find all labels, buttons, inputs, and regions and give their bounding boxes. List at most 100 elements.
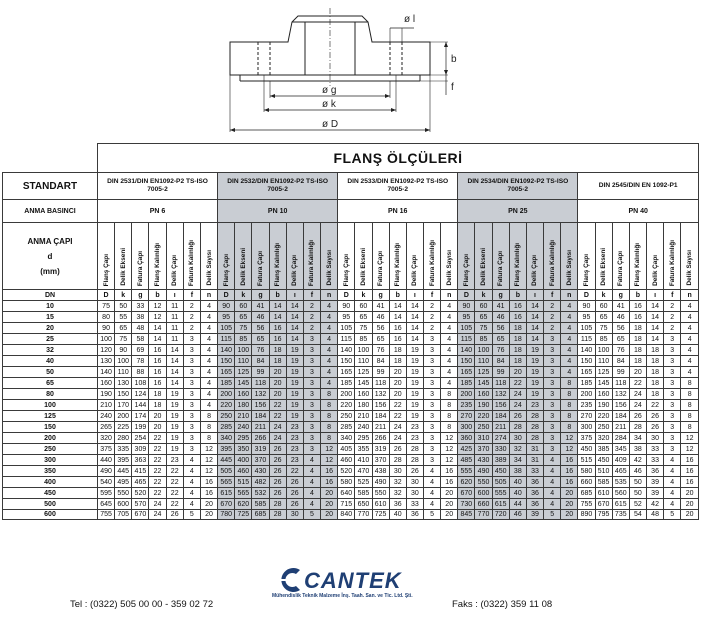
column-symbol: n [680,289,699,301]
value-cell: 19 [525,366,545,378]
value-cell: 14 [165,377,184,389]
value-cell: 22 [165,465,184,477]
value-cell: 20 [680,487,699,499]
value-cell: 4 [302,476,322,488]
value-cell: 33 [645,443,665,455]
value-cell: 14 [405,300,424,312]
value-cell: 19 [405,355,424,367]
value-cell: 41 [491,300,510,312]
value-cell: 4 [663,476,682,488]
value-cell: 450 [594,454,613,466]
value-cell: 19 [405,399,424,411]
value-cell: 19 [525,388,545,400]
value-cell: 425 [457,443,476,455]
value-cell: 39 [525,509,545,520]
value-cell: 144 [131,399,150,411]
value-cell: 50 [628,487,648,499]
value-cell: 3 [302,388,322,400]
column-header: Delik Ekseni [114,222,133,290]
value-cell: 24 [388,432,407,444]
value-cell: 363 [131,454,150,466]
column-symbol: D [337,289,356,301]
column-symbol: g [251,289,270,301]
value-cell: 285 [337,421,356,433]
value-cell: 285 [217,421,236,433]
value-cell: 23 [525,399,545,411]
value-cell: 132 [251,388,270,400]
dn-cell: 80 [2,388,98,400]
value-cell: 266 [251,432,270,444]
value-cell: 24 [508,399,527,411]
value-cell: 23 [285,421,304,433]
value-cell: 32 [508,443,527,455]
dn-cell: 350 [2,465,98,477]
value-cell: 4 [663,498,682,510]
value-cell: 610 [594,487,613,499]
value-cell: 8 [680,377,699,389]
value-cell: 26 [285,476,304,488]
value-cell: 4 [182,465,201,477]
value-cell: 3 [422,388,442,400]
value-cell: 75 [234,322,253,334]
value-cell: 240 [234,421,253,433]
column-symbol: g [371,289,390,301]
column-symbol: n [560,289,579,301]
value-cell: 199 [131,421,150,433]
value-cell: 670 [131,509,150,520]
value-cell: 3 [182,355,201,367]
column-header-label: Delik Sayısı [445,250,453,286]
dn-cell: 250 [2,443,98,455]
value-cell: 4 [302,465,322,477]
value-cell: 16 [680,454,699,466]
column-header-label: Delik Çapı [291,255,299,286]
column-header-label: Delik Ekseni [600,248,608,286]
value-cell: 735 [611,509,630,520]
column-symbol: g [611,289,630,301]
value-cell: 20 [268,366,287,378]
value-cell: 400 [234,454,253,466]
value-cell: 165 [457,366,476,378]
value-cell: 4 [680,333,699,345]
dn-cell: 25 [2,333,98,345]
value-cell: 22 [268,410,287,422]
value-cell: 140 [96,366,116,378]
value-cell: 22 [285,465,304,477]
standard-header: DIN 2534/DIN EN1092-P2 TS-ISO 7005-2 [457,172,579,200]
value-cell: 14 [165,344,184,356]
value-cell: 26 [645,410,665,422]
value-cell: 125 [234,366,253,378]
value-cell: 20 [560,487,579,499]
value-cell: 16 [508,300,527,312]
value-cell: 3 [422,355,442,367]
value-cell: 3 [543,443,562,455]
value-cell: 440 [96,454,116,466]
value-cell: 16 [560,465,579,477]
value-cell: 4 [560,344,579,356]
value-cell: 145 [234,377,253,389]
value-cell: 8 [320,388,339,400]
value-cell: 19 [165,399,184,411]
value-cell: 110 [594,355,613,367]
column-symbol: b [148,289,167,301]
mm-label: (mm) [40,266,60,276]
column-header-label: Flanş Kalınlığı [394,242,402,286]
value-cell: 65 [594,311,613,323]
value-cell: 160 [474,388,493,400]
value-cell: 8 [440,399,459,411]
value-cell: 3 [422,377,442,389]
value-cell: 124 [131,388,150,400]
value-cell: 26 [388,443,407,455]
pressure-header: PN 40 [577,199,699,223]
value-cell: 8 [680,410,699,422]
value-cell: 19 [165,443,184,455]
flange-dimensions-table: FLANŞ ÖLÇÜLERİ STANDART DIN 2531/DIN EN1… [2,143,699,520]
column-header-label: Flanş Çapı [102,253,110,286]
value-cell: 18 [388,344,407,356]
value-cell: 4 [560,300,579,312]
column-symbol: f [182,289,201,301]
value-cell: 75 [474,322,493,334]
value-cell: 18 [628,355,648,367]
